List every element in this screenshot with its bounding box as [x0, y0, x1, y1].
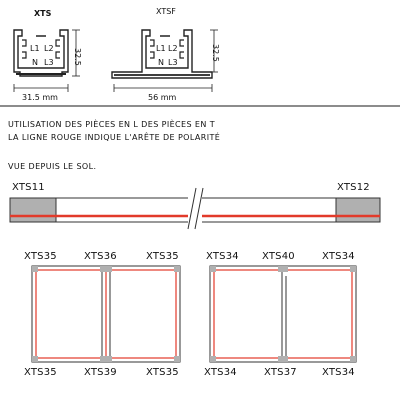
break-mark	[194, 187, 204, 230]
xtsf-height-dimension	[210, 29, 218, 73]
instruction-line-1: UTILISATION DES PIÈCES EN L DES PIÈCES E…	[8, 120, 215, 129]
xtsf-label-n: N	[158, 58, 164, 67]
layout-left-top-1: XTS35	[24, 251, 57, 262]
layout-left-bottom-3: XTS35	[146, 367, 179, 378]
break-mark	[187, 187, 197, 230]
layout-left-diagram	[31, 265, 181, 363]
xts-label-l3: L3	[44, 58, 54, 67]
xts-label-l1: L1	[30, 44, 40, 53]
xtsf-label-l1: L1	[156, 44, 166, 53]
instruction-line-2: LA LIGNE ROUGE INDIQUE L'ARÊTE DE POLARI…	[8, 133, 221, 142]
layout-right-top-3: XTS34	[322, 251, 355, 262]
straight-track	[9, 187, 381, 230]
layout-left-bottom-2: XTS39	[84, 367, 117, 378]
xtsf-width-dimension	[113, 84, 213, 92]
xtsf-title: XTSF	[156, 7, 176, 16]
xts-width-dimension	[13, 84, 69, 92]
xts-title: XTS	[34, 9, 52, 18]
layout-right-top-2: XTS40	[262, 251, 295, 262]
left-end-cap	[9, 197, 57, 223]
layout-left-top-2: XTS36	[84, 251, 117, 262]
xts-height-label: 32.5	[73, 48, 82, 66]
track-right-code: XTS12	[337, 182, 370, 193]
xtsf-label-l3: L3	[168, 58, 178, 67]
right-end-cap	[335, 197, 381, 223]
xtsf-label-l2: L2	[168, 44, 178, 53]
xtsf-width-label: 56 mm	[148, 93, 177, 102]
xts-height-dimension	[72, 29, 80, 77]
layout-left-top-3: XTS35	[146, 251, 179, 262]
xtsf-height-label: 32.5	[211, 44, 220, 62]
layout-right-bottom-3: XTS34	[322, 367, 355, 378]
layout-right-bottom-2: XTS37	[264, 367, 297, 378]
xts-width-label: 31.5 mm	[22, 93, 58, 102]
xts-label-l2: L2	[44, 44, 54, 53]
xts-profile-drawing	[13, 29, 69, 77]
view-note: VUE DEPUIS LE SOL.	[8, 162, 97, 171]
track-left-code: XTS11	[12, 182, 45, 193]
layout-right-diagram	[209, 265, 357, 363]
layout-right-bottom-1: XTS34	[204, 367, 237, 378]
layout-right-top-1: XTS34	[206, 251, 239, 262]
xts-label-n: N	[32, 58, 38, 67]
xtsf-profile-drawing	[111, 29, 213, 79]
layout-left-bottom-1: XTS35	[24, 367, 57, 378]
